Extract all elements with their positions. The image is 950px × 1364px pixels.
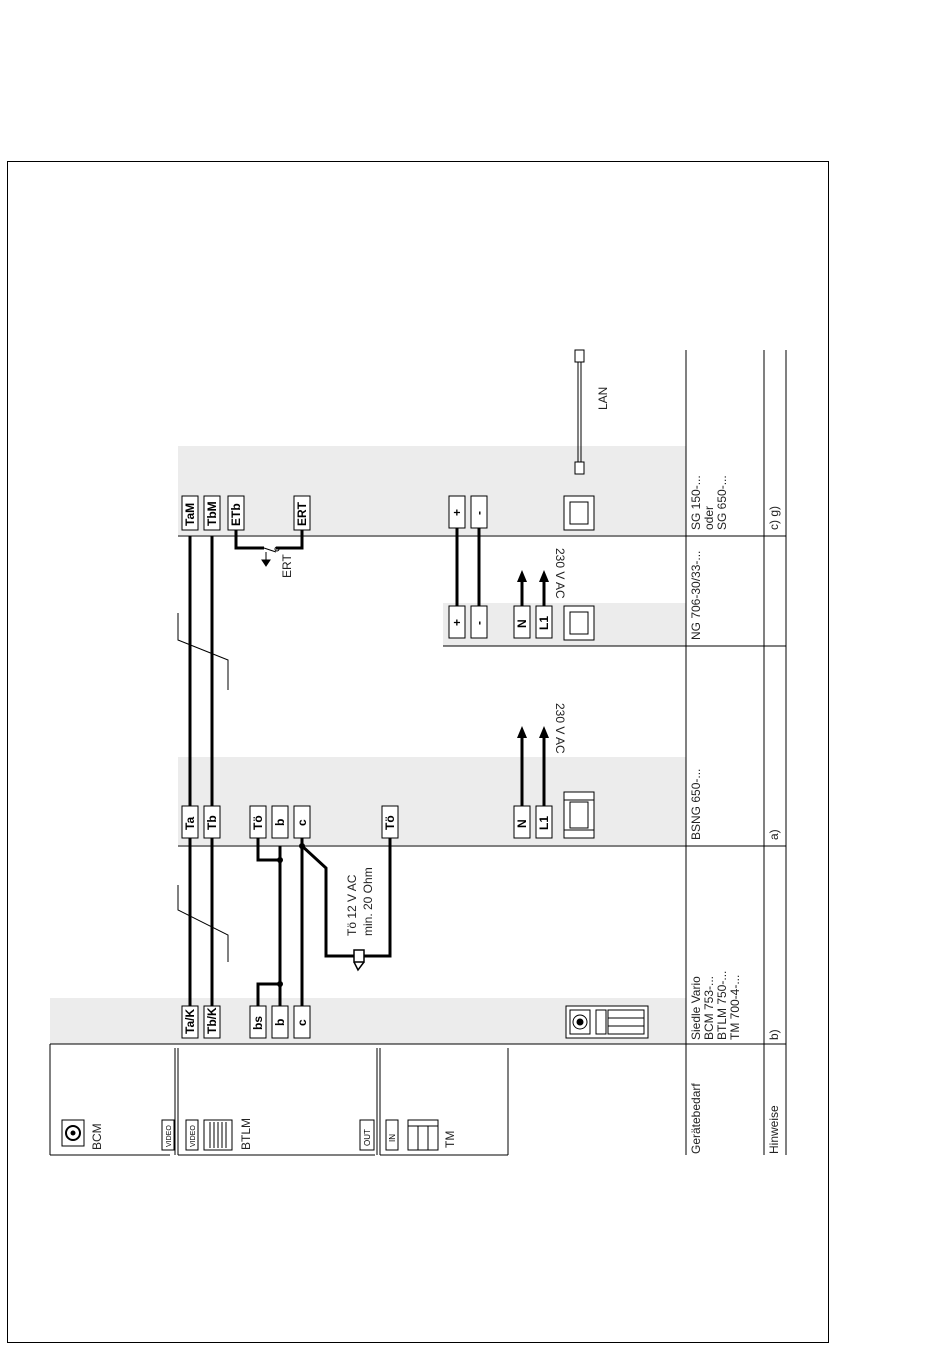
svg-text:Tb: Tb [205, 815, 219, 830]
note-sg: c) g) [767, 506, 781, 530]
device-station-4: TM 700-4-... [728, 975, 742, 1040]
terminal-to-1: Tö [250, 806, 266, 838]
label-to-spec-2: min. 20 Ohm [361, 867, 375, 936]
terminal-minus-sg: - [471, 496, 487, 528]
terminal-tb: Tb [204, 806, 220, 838]
device-table: Gerätebedarf Hinweise Siedle Vario BCM 7… [689, 475, 781, 1154]
svg-text:c: c [295, 1019, 309, 1026]
device-sg-1: SG 150-... [689, 475, 703, 530]
svg-text:+: + [450, 619, 464, 626]
terminal-l1-ng: L1 [536, 606, 552, 638]
device-sg-2: oder [702, 506, 716, 530]
label-230vac-bsng: 230 V AC [553, 703, 567, 754]
btlm-module: VIDEO VIDEO BTLM [162, 1118, 253, 1150]
door-opener-icon [354, 950, 364, 970]
terminal-ta: Ta [182, 806, 198, 838]
device-station-1: Siedle Vario [689, 976, 703, 1040]
svg-text:TbM: TbM [205, 501, 219, 526]
svg-text:Tö: Tö [383, 815, 397, 830]
device-bsng: BSNG 650-... [689, 769, 703, 840]
tm-module: OUT IN TM [360, 1120, 457, 1150]
label-btlm: BTLM [239, 1118, 253, 1150]
svg-text:N: N [515, 819, 529, 828]
svg-text:Ta/K: Ta/K [183, 1009, 197, 1034]
label-ert: ERT [280, 554, 294, 578]
svg-text:bs: bs [251, 1016, 265, 1030]
terminal-ert: ERT [294, 496, 310, 530]
label-to-spec-1: Tö 12 V AC [345, 874, 359, 936]
svg-text:+: + [450, 509, 464, 516]
table-geraetebedarf: Gerätebedarf [689, 1083, 703, 1154]
terminal-n-bsng: N [514, 806, 530, 838]
device-station-2: BCM 753-... [702, 976, 716, 1040]
label-in: IN [388, 1134, 397, 1142]
device-ng: NG 706-30/33-... [689, 551, 703, 640]
device-sg-3: SG 650-... [715, 475, 729, 530]
label-lan: LAN [596, 387, 610, 410]
label-out: OUT [363, 1129, 372, 1146]
label-video-out: VIDEO [166, 1125, 173, 1147]
terminal-b-station: b [272, 1006, 288, 1038]
terminal-minus-ng: - [471, 606, 487, 638]
svg-text:ETb: ETb [229, 503, 243, 526]
sg-device-icon [564, 496, 594, 530]
label-tm: TM [443, 1131, 457, 1148]
svg-text:-: - [472, 511, 486, 515]
terminal-b: b [272, 806, 288, 838]
svg-text:L1: L1 [537, 816, 551, 830]
terminal-tbm: TbM [204, 496, 220, 530]
svg-text:TaM: TaM [183, 503, 197, 526]
note-bsng: a) [767, 829, 781, 840]
svg-text:b: b [273, 1019, 287, 1026]
ert-switch-icon [262, 547, 279, 566]
terminal-n-ng: N [514, 606, 530, 638]
tm-device-icon [408, 1120, 438, 1150]
bsng-device-icon [564, 792, 594, 838]
svg-text:c: c [295, 819, 309, 826]
note-station: b) [767, 1029, 781, 1040]
terminal-l1-bsng: L1 [536, 806, 552, 838]
svg-text:ERT: ERT [295, 501, 309, 526]
terminal-plus-sg: + [449, 496, 465, 528]
terminal-etb: ETb [228, 496, 244, 530]
terminal-tam: TaM [182, 496, 198, 530]
device-station-3: BTLM 750-... [715, 971, 729, 1040]
terminal-c-station: c [294, 1006, 310, 1038]
svg-text:-: - [472, 621, 486, 625]
terminal-c: c [294, 806, 310, 838]
terminal-tbk: Tb/K [204, 1006, 220, 1038]
svg-text:b: b [273, 819, 287, 826]
bcm-module: BCM [62, 1120, 104, 1150]
terminal-plus-ng: + [449, 606, 465, 638]
zone-sg [178, 446, 686, 535]
label-bcm: BCM [90, 1123, 104, 1150]
svg-text:Tö: Tö [251, 815, 265, 830]
door-station-device-icon [566, 1006, 648, 1038]
svg-text:L1: L1 [537, 616, 551, 630]
svg-text:Tb/K: Tb/K [205, 1007, 219, 1034]
terminal-tak: Ta/K [182, 1006, 198, 1038]
terminal-bs: bs [250, 1006, 266, 1038]
table-hinweise: Hinweise [767, 1105, 781, 1154]
ng-device-icon [564, 606, 594, 640]
label-video-in: VIDEO [190, 1125, 197, 1147]
label-230vac-ng: 230 V AC [553, 548, 567, 599]
svg-text:Ta: Ta [183, 817, 197, 830]
svg-text:N: N [515, 619, 529, 628]
terminal-to-2: Tö [382, 806, 398, 838]
